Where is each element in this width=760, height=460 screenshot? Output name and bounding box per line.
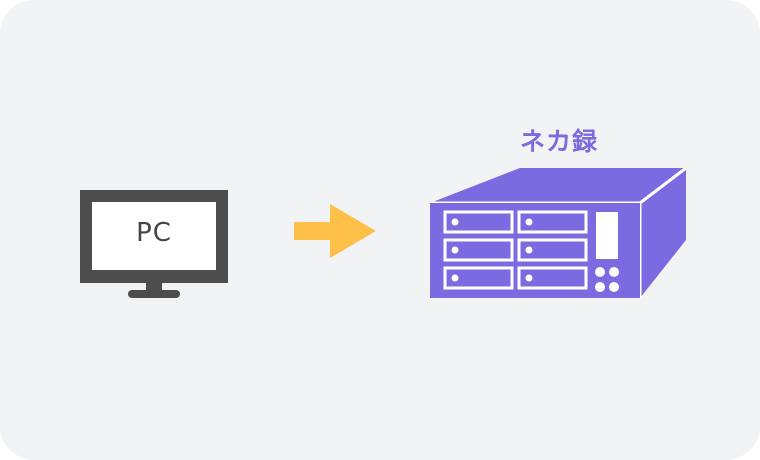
device-buttons <box>595 267 619 292</box>
pc-monitor-icon <box>80 190 228 298</box>
drive-leds <box>451 218 533 282</box>
pc-label: PC <box>136 218 172 248</box>
device-label: ネカ録 <box>519 127 598 156</box>
drive-bays <box>443 210 588 290</box>
recorder-device-icon <box>430 166 687 298</box>
arrow-right-icon <box>294 204 376 258</box>
device-display <box>596 212 618 259</box>
